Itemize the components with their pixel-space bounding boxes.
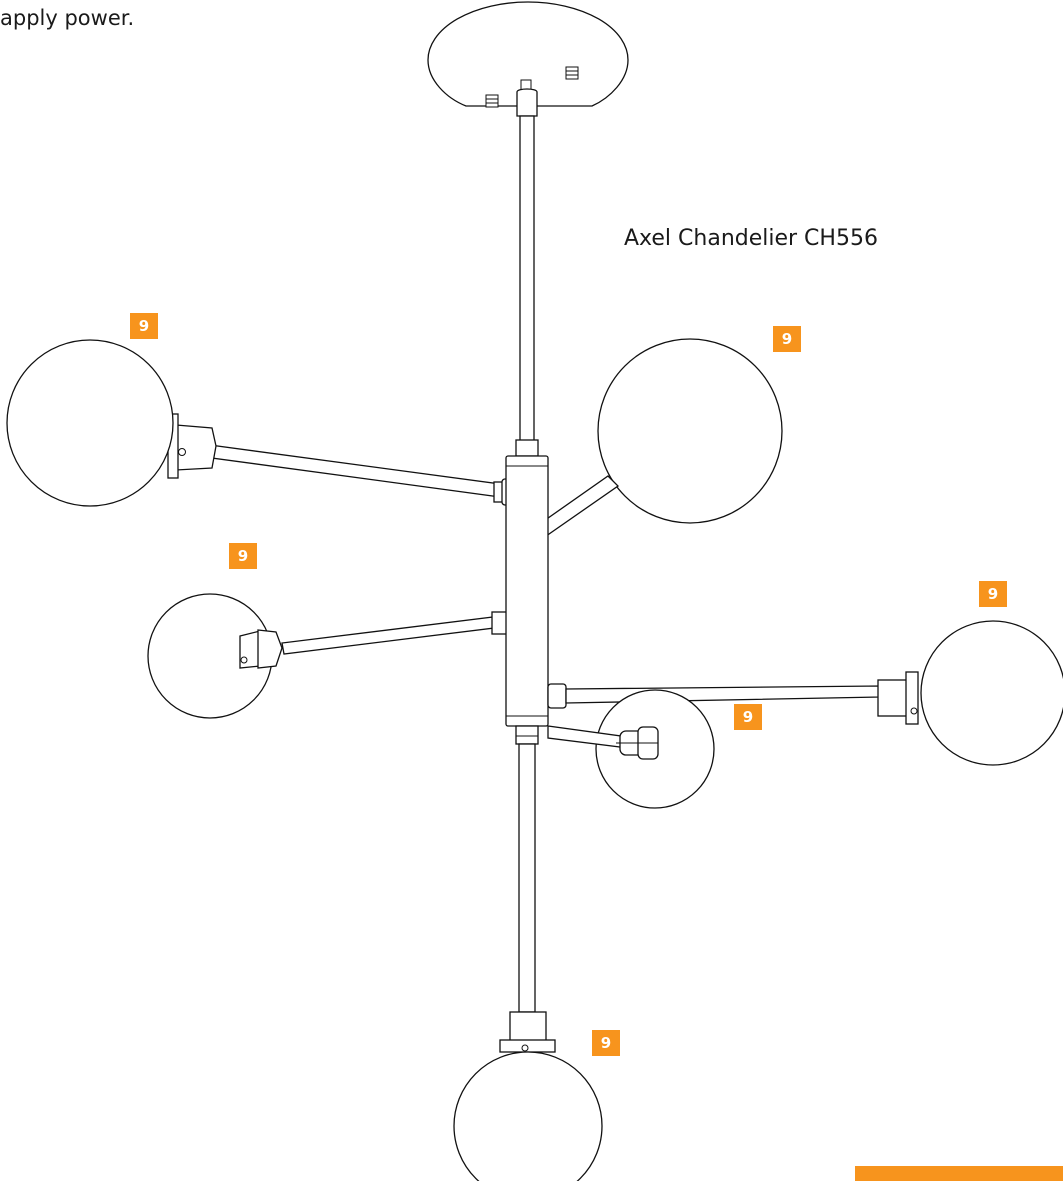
ceiling-canopy xyxy=(427,1,629,117)
section-tab xyxy=(855,1166,1063,1181)
callout-globe-right: 9 xyxy=(979,581,1007,607)
central-body xyxy=(505,455,549,745)
intro-text: apply power. xyxy=(0,6,135,30)
callout-globe-middle-left: 9 xyxy=(229,543,257,569)
globe-upper-left xyxy=(6,339,174,507)
globe-right xyxy=(920,620,1063,766)
arm-middle-left xyxy=(239,611,509,669)
lower-stem xyxy=(499,743,556,1053)
globe-bottom xyxy=(453,1051,603,1181)
arm-upper-left xyxy=(167,413,519,506)
callout-globe-bottom: 9 xyxy=(592,1030,620,1056)
callout-globe-upper-right: 9 xyxy=(773,326,801,352)
globe-upper-right xyxy=(597,338,783,524)
upper-stem xyxy=(515,115,539,457)
callout-globe-upper-left: 9 xyxy=(130,313,158,339)
arm-right xyxy=(547,671,919,725)
arm-lower-center xyxy=(547,725,659,760)
callout-globe-lower-center: 9 xyxy=(734,704,762,730)
product-title: Axel Chandelier CH556 xyxy=(624,226,878,251)
